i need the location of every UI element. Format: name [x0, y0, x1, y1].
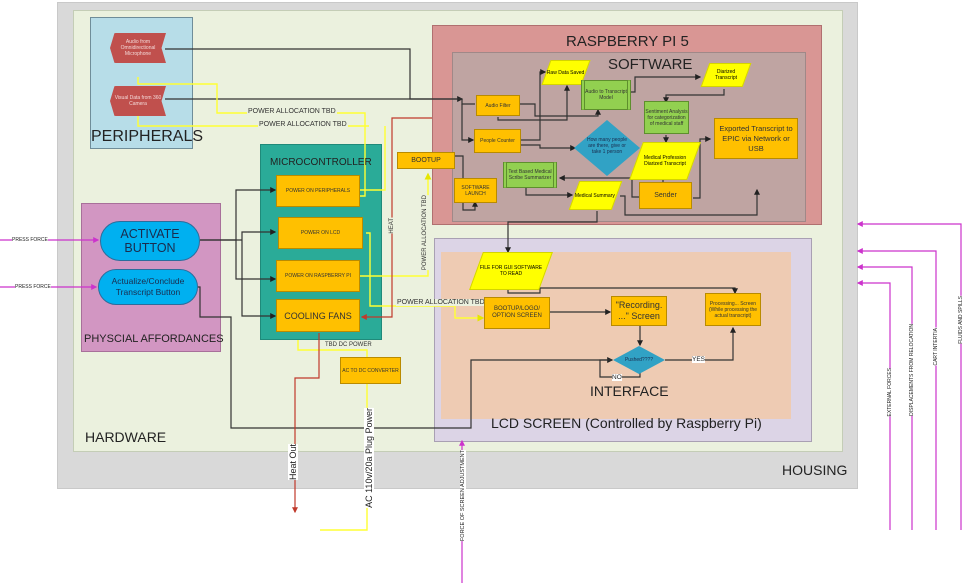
sender-box: Sender	[639, 182, 692, 209]
affordances-title: PHYSCIAL AFFORDANCES	[84, 333, 224, 345]
press-force-label-1: PRESS FORCE	[12, 237, 48, 243]
lcd-title: LCD SCREEN (Controlled by Raspberry Pi)	[491, 415, 762, 431]
bootup-box: BOOTUP	[397, 152, 455, 169]
bootup-logo-screen: BOOTUP/LOGO/ OPTION SCREEN	[484, 297, 550, 329]
software-title: SOFTWARE	[608, 56, 693, 73]
power-allocation-label-1: POWER ALLOCATION TBD	[247, 108, 337, 115]
plug-power-label: AC 110v/20a Plug Power	[364, 408, 374, 508]
tbd-dc-power-label: TBD DC POWER	[324, 342, 373, 348]
power-on-lcd: POWER ON LCD	[278, 217, 363, 249]
power-allocation-lcd-label: POWER ALLOCATION TBD	[396, 299, 486, 306]
gui-file: FILE FOR GUI SOFTWARE TO READ	[469, 252, 553, 290]
displacements-label: DISPLACEMENTS FROM RELOCATION	[909, 324, 915, 416]
power-allocation-vertical-label: POWER ALLOCATION TBD	[421, 195, 429, 271]
recording-screen: "Recording. ..." Screen	[611, 296, 667, 326]
pushed-decision: Pushed????	[613, 346, 665, 374]
heat-out-label: Heat Out	[288, 444, 298, 481]
conclude-transcript-button[interactable]: Actualize/Conclude Transcript Button	[98, 269, 198, 305]
cart-inertia-label: CART INTERTIA	[933, 328, 939, 366]
no-label: NO	[612, 374, 622, 381]
microphone-source: Audio from Omnidirectional Microphone	[110, 33, 166, 63]
yes-label: YES	[692, 356, 706, 363]
audio-transcript-model: Audio to Transcript Model	[581, 80, 631, 110]
press-force-label-2: PRESS FORCE	[15, 284, 51, 290]
ac-dc-converter: AC TO DC CONVERTER	[340, 357, 401, 384]
housing-title: HOUSING	[782, 462, 848, 478]
activate-button[interactable]: ACTIVATE BUTTON	[100, 221, 200, 261]
fluids-spills-label: FLUIDS AND SPILLS	[958, 296, 964, 344]
sentiment-analysis: Sentiment Analysis for categorization of…	[644, 101, 689, 134]
microcontroller-title: MICROCONTROLLER	[270, 157, 372, 168]
diarized-transcript: Diarized Transcript	[700, 63, 752, 87]
raspberry-pi-title: RASPBERRY PI 5	[566, 33, 689, 50]
peripherals-title: PERIPHERALS	[91, 128, 204, 145]
audio-filter-box: Audio Filter	[476, 95, 520, 116]
cooling-fans: COOLING FANS	[276, 299, 360, 332]
people-count-decision: How many people are there, give or take …	[574, 120, 640, 176]
power-allocation-label-2: POWER ALLOCATION TBD	[258, 121, 348, 128]
power-on-raspberry-pi: POWER ON RASPBERRY PI	[276, 260, 360, 292]
screen-force-label: FORCE OF SCREEN ADJUSTMENT	[460, 450, 466, 542]
interface-title: INTERFACE	[590, 383, 669, 399]
heat-label: HEAT	[388, 218, 396, 234]
exported-transcript-box: Exported Transcript to EPIC via Network …	[714, 118, 798, 159]
power-on-peripherals: POWER ON PERIPHERALS	[276, 175, 360, 207]
medical-scribe-summarizer: Text Based Medical Scribe Summarizer	[503, 162, 557, 188]
hardware-title: HARDWARE	[85, 429, 167, 445]
camera-source: Visual Data from 360 Camera	[110, 86, 166, 116]
external-forces-label: EXTERNAL FORCES	[887, 368, 893, 417]
software-launch-box: SOFTWARE LAUNCH	[454, 178, 497, 203]
processing-screen: Processing... Screen (While processing t…	[705, 293, 761, 326]
people-counter-box: People Counter	[474, 129, 521, 153]
